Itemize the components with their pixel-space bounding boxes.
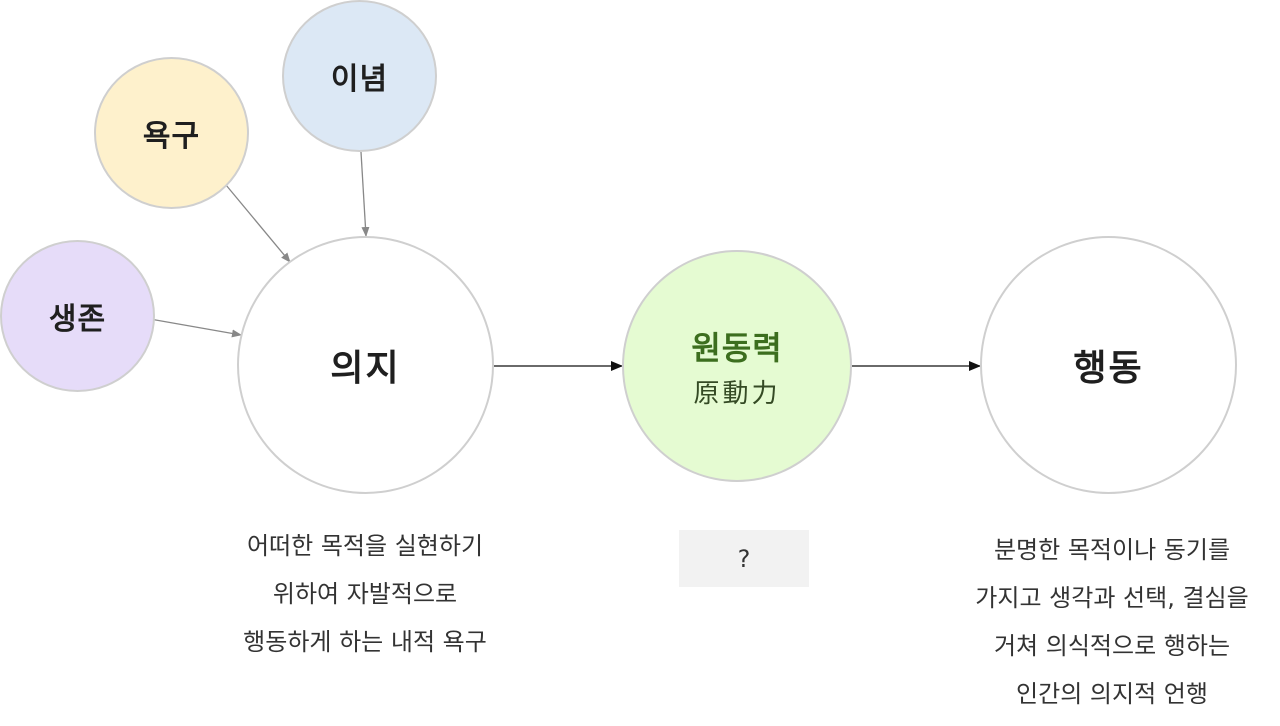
- caption-haengdong-line: 거쳐 의식적으로 행하는: [993, 632, 1231, 660]
- caption-haengdong: 분명한 목적이나 동기를 가지고 생각과 선택, 결심을 거쳐 의식적으로 행하…: [962, 526, 1262, 718]
- node-saengjon: 생존: [0, 240, 155, 392]
- caption-wondongnyeok: ?: [737, 544, 751, 573]
- node-label-uiji: 의지: [330, 348, 401, 389]
- arrow-yokgu-to-uiji: [225, 184, 291, 263]
- node-label-yokgu: 욕구: [142, 119, 201, 154]
- node-label-haengdong: 행동: [1073, 348, 1144, 389]
- caption-uiji-line: 위하여 자발적으로: [272, 580, 458, 608]
- caption-haengdong-line: 인간의 의지적 언행: [1016, 680, 1208, 708]
- caption-uiji-line: 어떠한 목적을 실현하기: [246, 532, 484, 560]
- node-wondongnyeok: 원동력 原動力: [622, 250, 852, 482]
- arrow-saengjon-to-uiji: [149, 318, 242, 338]
- node-uiji: 의지: [237, 236, 494, 494]
- node-hanja-wondongnyeok: 原動力: [693, 378, 781, 409]
- arrow-inyeom-to-uiji: [360, 151, 370, 237]
- caption-uiji: 어떠한 목적을 실현하기 위하여 자발적으로 행동하게 하는 내적 욕구: [215, 522, 515, 666]
- caption-haengdong-line: 가지고 생각과 선택, 결심을: [975, 584, 1249, 612]
- node-label-saengjon: 생존: [48, 302, 107, 337]
- node-haengdong: 행동: [980, 236, 1237, 494]
- node-label-wondongnyeok: 원동력: [691, 328, 783, 367]
- node-yokgu: 욕구: [94, 57, 249, 209]
- node-inyeom: 이념: [282, 0, 437, 152]
- caption-uiji-line: 행동하게 하는 내적 욕구: [243, 628, 487, 656]
- caption-haengdong-line: 분명한 목적이나 동기를: [993, 536, 1231, 564]
- node-label-inyeom: 이념: [330, 62, 389, 97]
- caption-wondongnyeok-box: ?: [679, 530, 809, 587]
